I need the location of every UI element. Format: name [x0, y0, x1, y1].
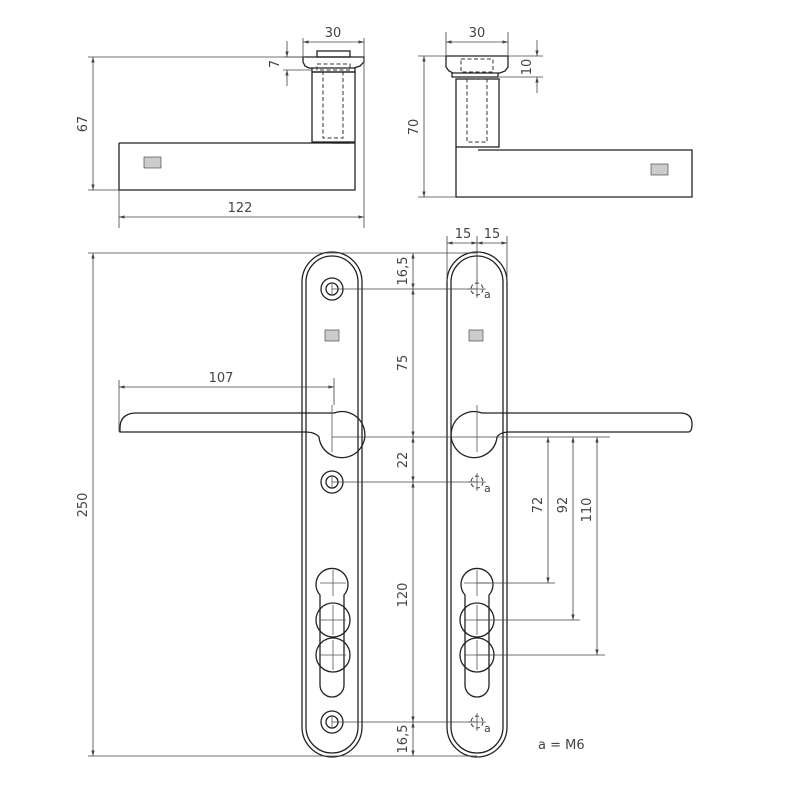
dim-top-screw-offset: 16,5 [396, 257, 411, 286]
dim-cylinder-distance-92: 92 [556, 497, 571, 514]
dim-bottom-screw-offset: 16,5 [396, 725, 411, 754]
dim-rose-height: 7 [268, 60, 283, 68]
dim-rose-width: 30 [325, 26, 342, 41]
top-left-handle-view: 30 7 67 122 [76, 26, 365, 228]
escutcheon-plates-view: a a a [76, 227, 693, 758]
thread-label: a [484, 288, 491, 301]
dim-plate-total-height: 250 [76, 493, 91, 518]
thread-label: a [484, 722, 491, 735]
brand-logo-icon [650, 163, 669, 176]
dim-total-height: 70 [407, 119, 422, 136]
dim-cylinder-distance-110: 110 [580, 498, 595, 523]
dim-handle-to-screw: 22 [396, 452, 411, 469]
dim-lever-length: 122 [228, 201, 253, 216]
left-plate [119, 251, 366, 758]
thread-note: a = M6 [538, 738, 585, 753]
top-right-handle-view: 30 10 70 [407, 26, 693, 198]
dim-screw-to-bottom-screw: 120 [396, 583, 411, 608]
thread-label: a [484, 482, 491, 495]
right-plate: a a a [446, 251, 693, 758]
brand-logo-icon [468, 329, 484, 342]
brand-logo-icon [324, 329, 340, 342]
dim-total-height: 67 [76, 116, 91, 133]
dim-half-width-right: 15 [484, 227, 501, 242]
dim-screw-to-handle: 75 [396, 355, 411, 372]
dim-rose-width: 30 [469, 26, 486, 41]
dim-cylinder-distance-72: 72 [531, 497, 546, 514]
brand-logo-icon [143, 156, 162, 169]
dim-rose-height: 10 [520, 59, 535, 76]
dim-lever-length: 107 [209, 371, 234, 386]
dim-half-width-left: 15 [455, 227, 472, 242]
